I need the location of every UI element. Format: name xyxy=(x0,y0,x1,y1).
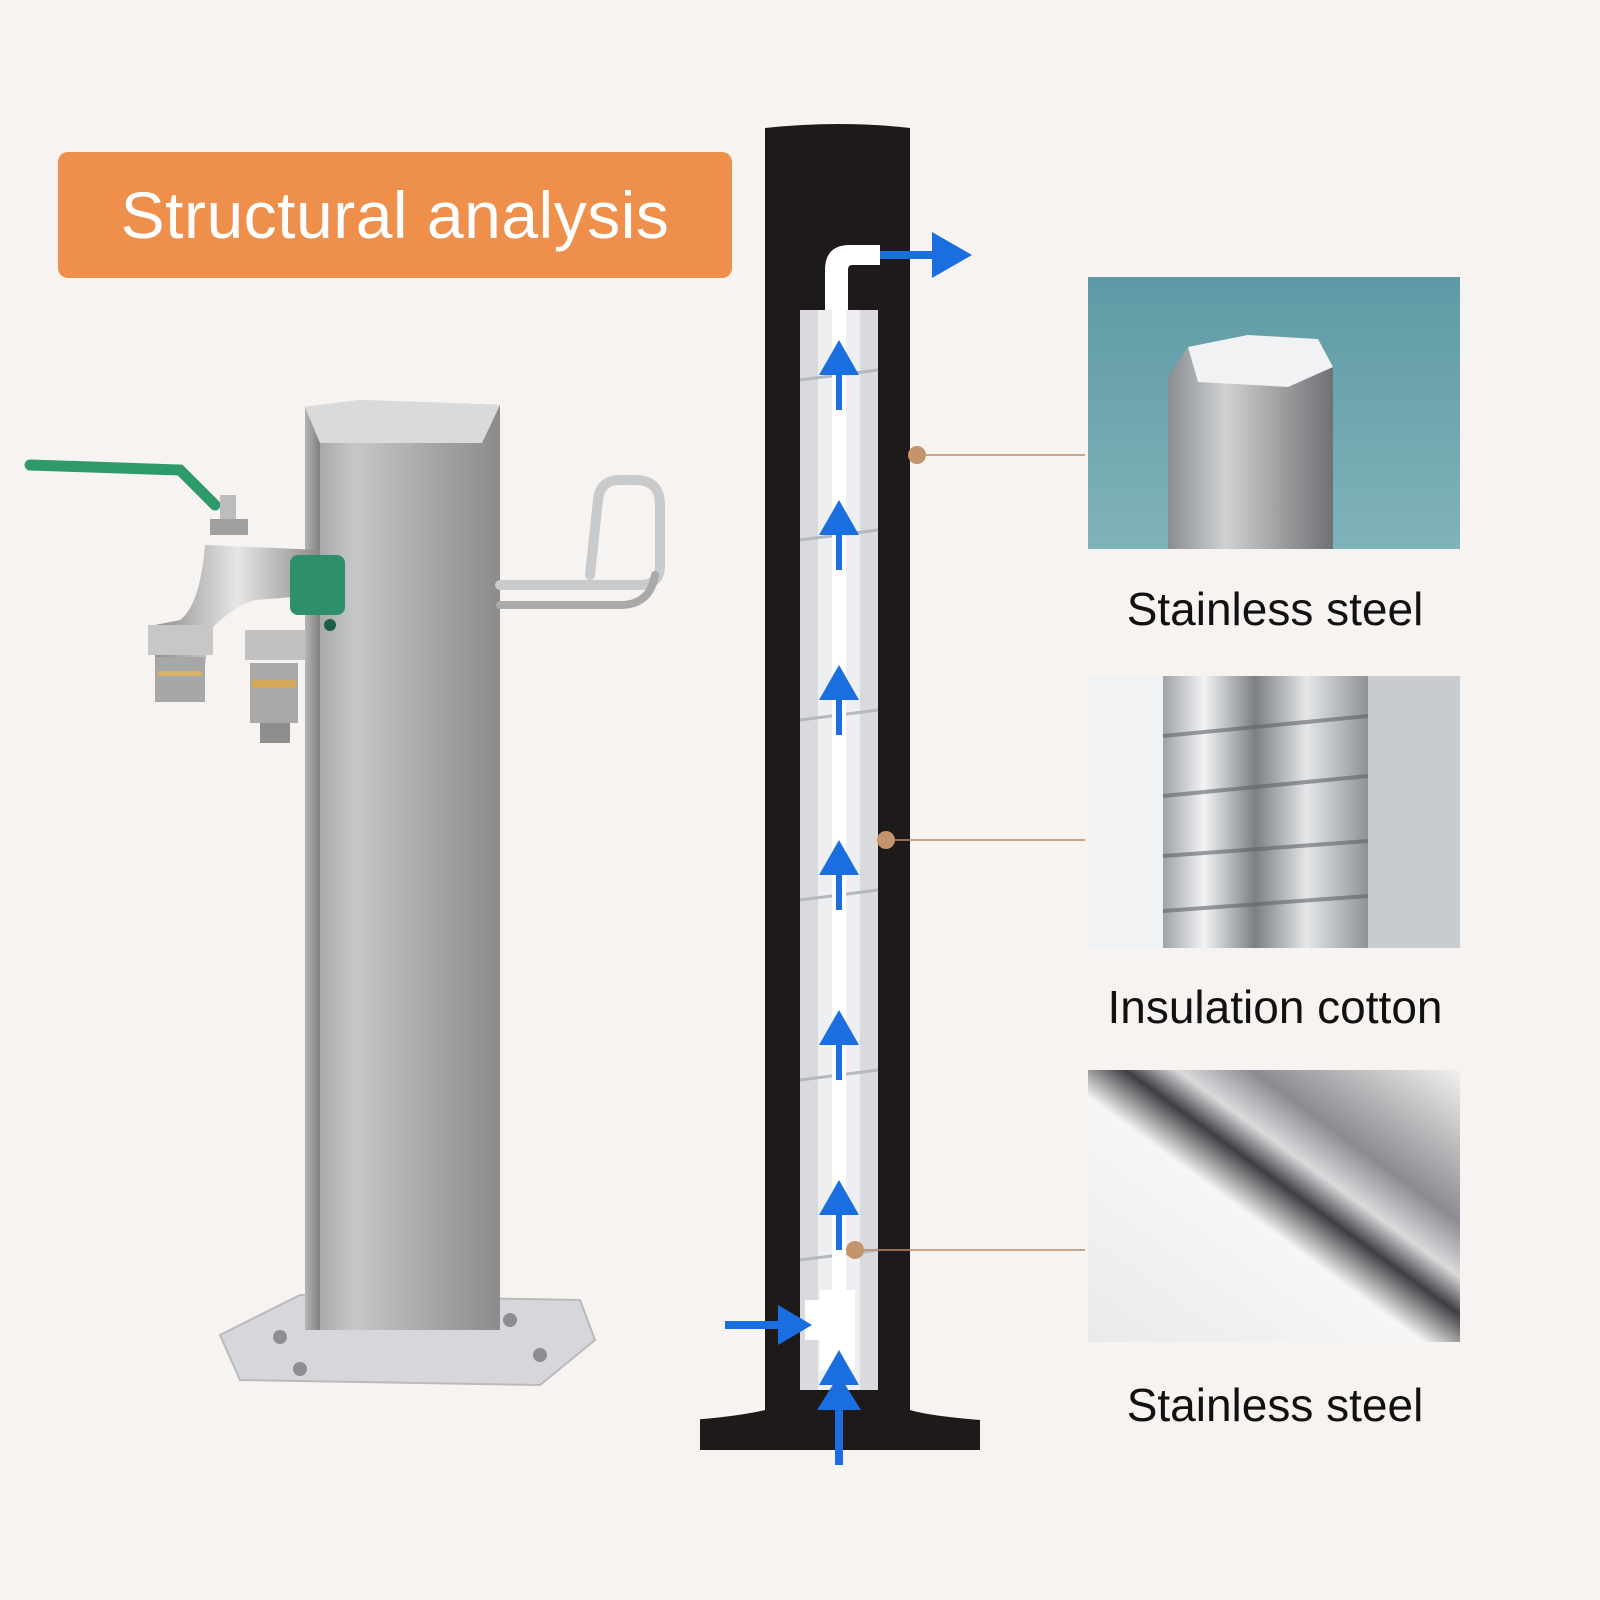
flow-arrow-up-icon xyxy=(819,665,859,700)
flow-arrow-up-icon xyxy=(819,1010,859,1045)
hexagonal-steel-post-icon xyxy=(1088,277,1460,549)
product-photo xyxy=(24,400,665,1387)
flow-arrow-up-icon xyxy=(819,1180,859,1215)
polished-pipe-icon xyxy=(1088,1070,1460,1342)
inlet-bottom-arrow-icon xyxy=(817,1375,861,1410)
material-label: Insulation cotton xyxy=(1107,981,1443,1033)
flow-arrow-up-icon xyxy=(819,500,859,535)
page-title: Structural analysis xyxy=(120,178,670,252)
outlet-arrow-icon xyxy=(932,232,972,278)
material-label: Stainless steel xyxy=(1126,1379,1424,1431)
flow-arrow-up-icon xyxy=(819,1350,859,1385)
title-badge: Structural analysis xyxy=(58,152,732,278)
flow-arrow-up-icon xyxy=(819,340,859,375)
foil-insulation-icon xyxy=(1088,676,1460,948)
swatch-stainless-steel-pipe xyxy=(1088,1070,1460,1342)
flow-arrow-up-icon xyxy=(819,840,859,875)
material-label: Stainless steel xyxy=(1126,583,1424,635)
swatch-insulation-cotton xyxy=(1088,676,1460,948)
water-flow-diagram xyxy=(700,124,980,1465)
swatch-stainless-steel-post xyxy=(1088,277,1460,549)
inlet-arrow-icon xyxy=(778,1305,812,1345)
